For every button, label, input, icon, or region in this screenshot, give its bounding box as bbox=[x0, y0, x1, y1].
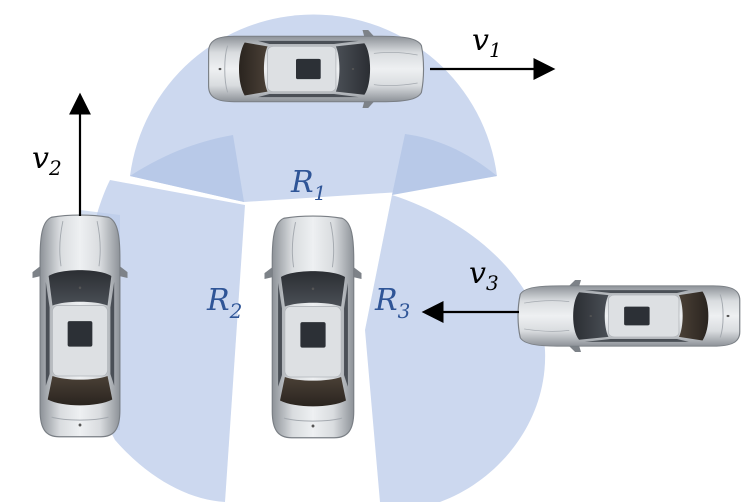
region-overlap-right bbox=[392, 134, 497, 195]
region-r2-wedge bbox=[84, 180, 246, 502]
car-left bbox=[31, 214, 129, 438]
label-r2: R2 bbox=[206, 283, 242, 323]
region-r3-wedge bbox=[365, 195, 546, 502]
label-v1: v1 bbox=[472, 23, 502, 62]
region-overlap-left bbox=[130, 135, 244, 202]
label-r3: R3 bbox=[374, 283, 410, 323]
label-v2: v2 bbox=[32, 141, 62, 180]
label-v3: v3 bbox=[469, 256, 499, 295]
label-r1: R1 bbox=[290, 165, 326, 205]
car-right bbox=[517, 279, 741, 353]
car-top bbox=[208, 29, 425, 109]
car-center bbox=[263, 215, 363, 439]
